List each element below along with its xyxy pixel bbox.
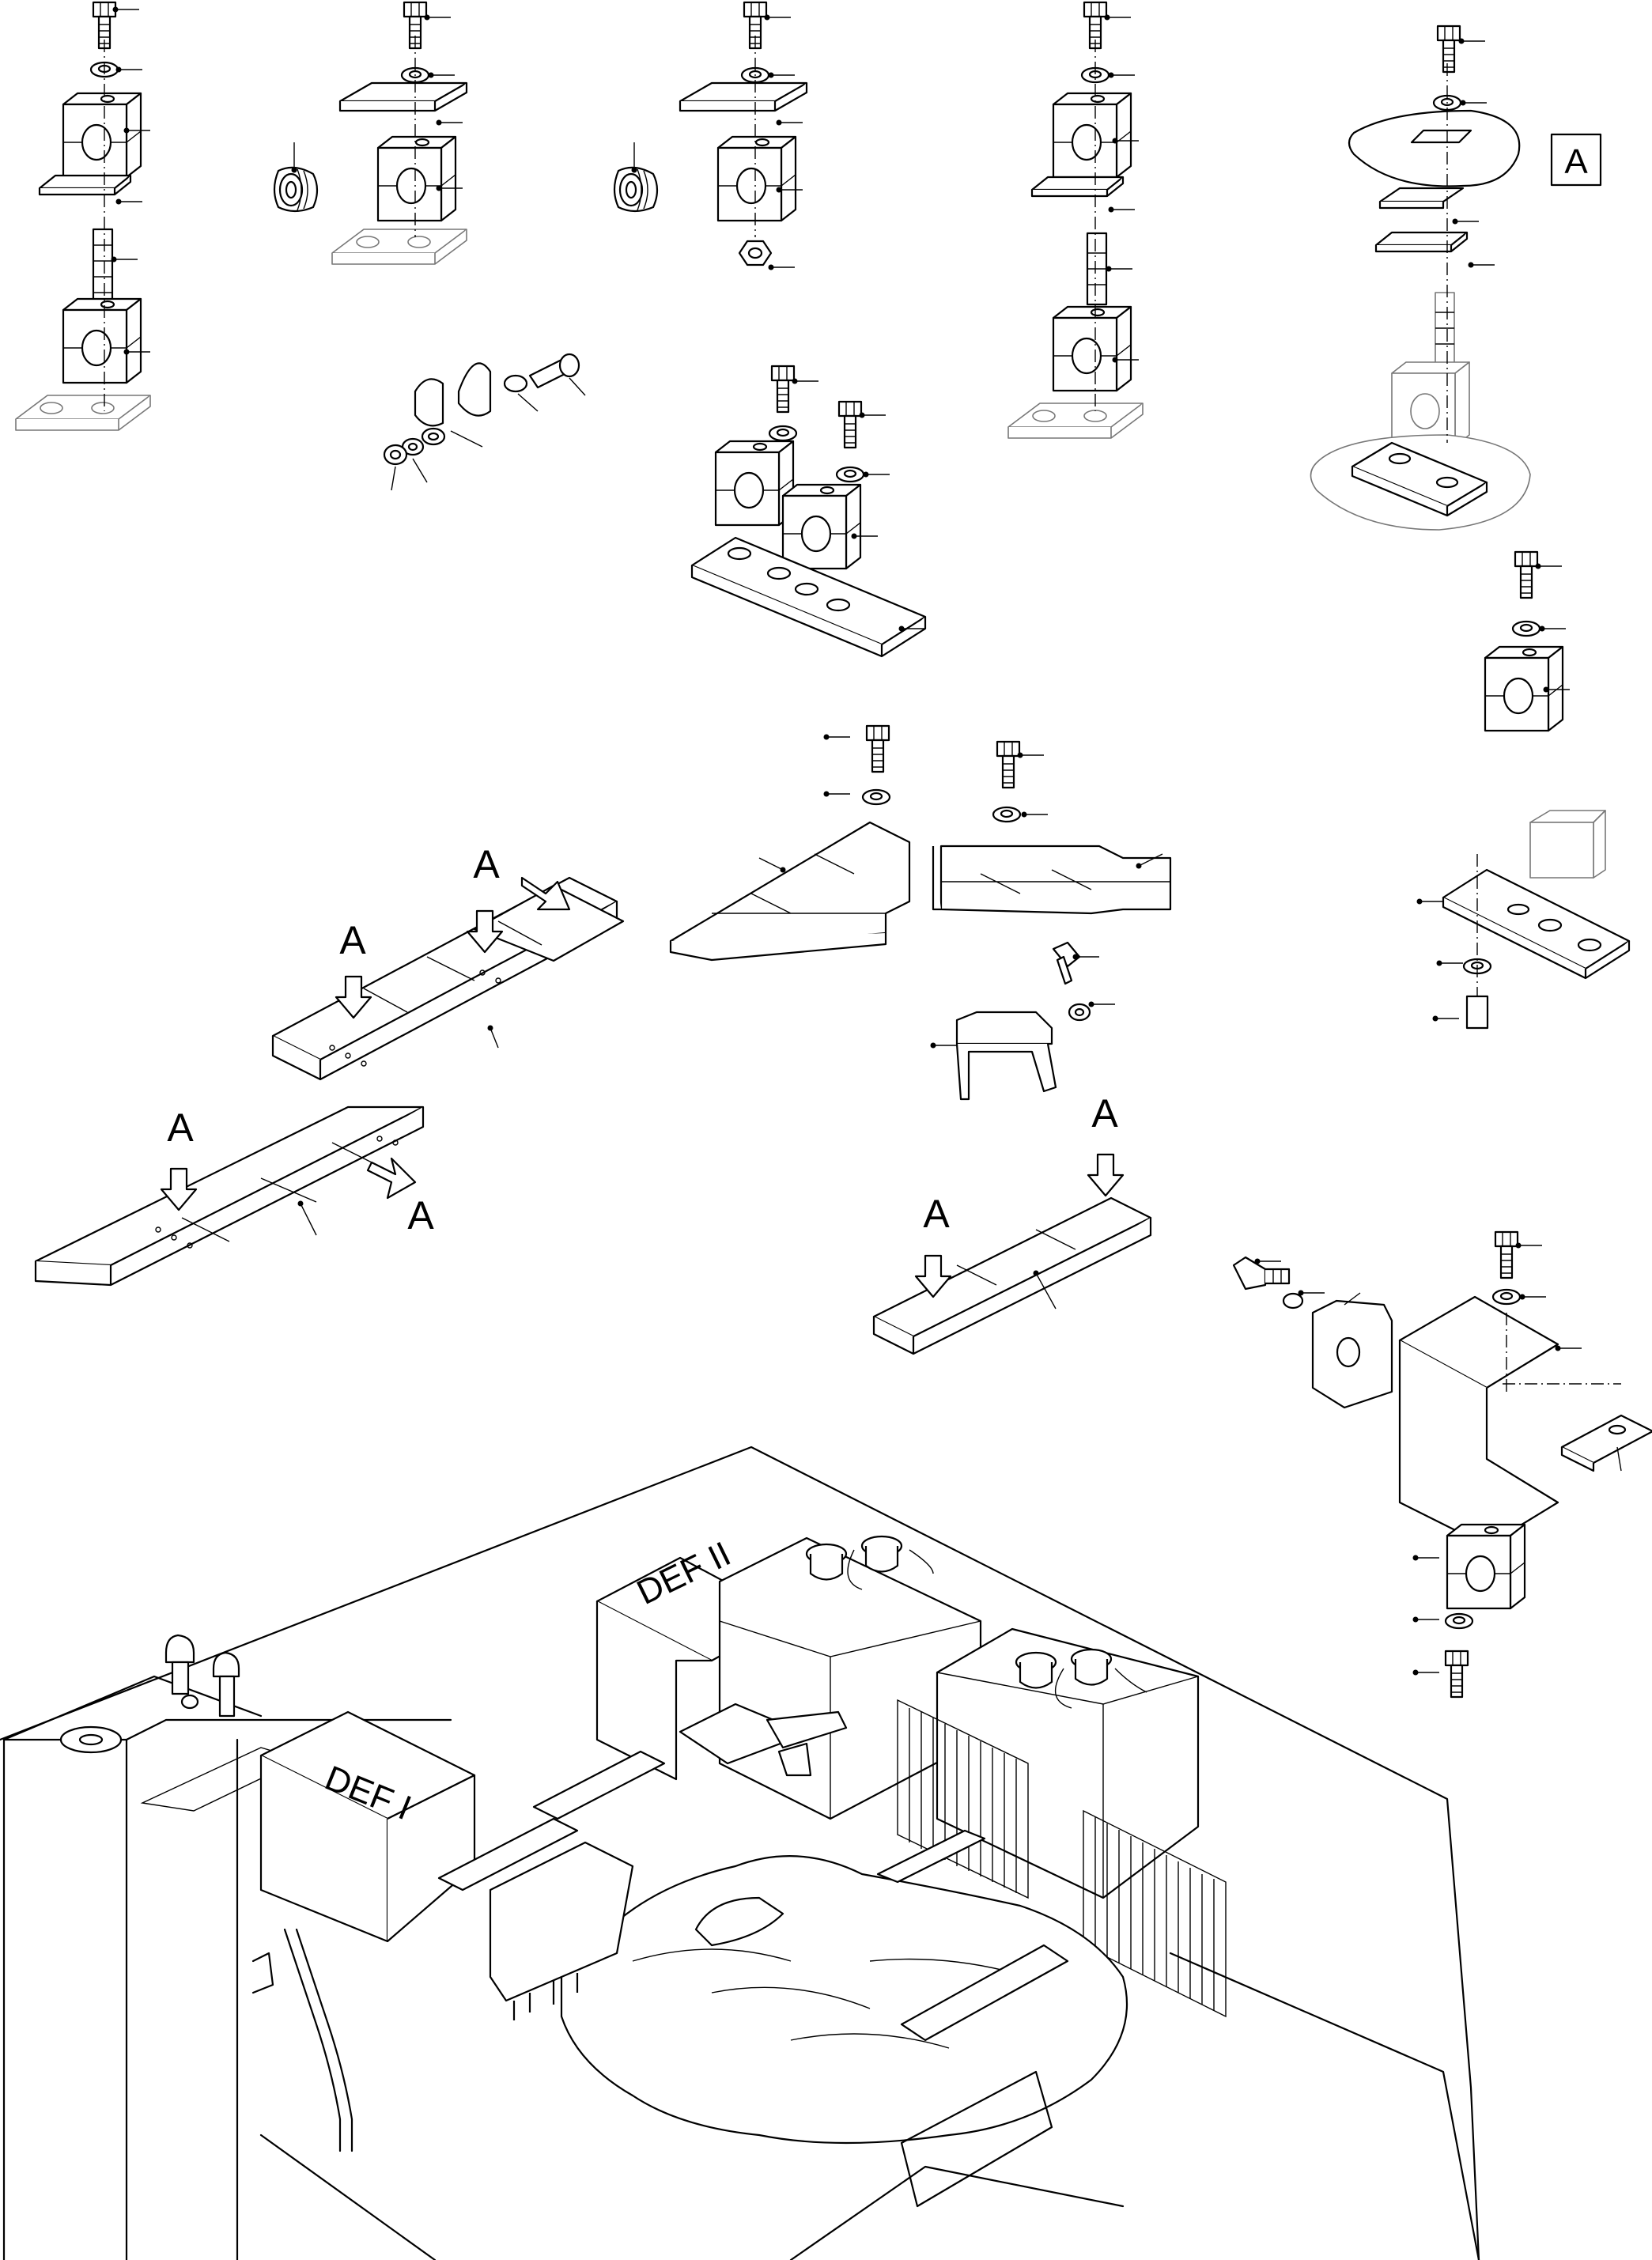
view-marker-box: A [1564, 142, 1588, 181]
view-labels: A A A A A A [167, 842, 1118, 1238]
lower-right-clamp [1412, 1523, 1526, 1699]
view-label-a-1: A [473, 842, 500, 886]
view-label-a-2: A [339, 918, 366, 962]
clamp-assembly-3 [613, 1, 808, 271]
angle-bracket-assembly [1416, 810, 1631, 1030]
flanged-bracket-assembly [1232, 1230, 1652, 1548]
small-bracket [929, 941, 1116, 1101]
small-clamp-assembly [1484, 550, 1571, 732]
double-clamp-assembly [690, 365, 927, 658]
view-label-a-6: A [923, 1192, 950, 1236]
machine-overview: DEF I DEF II [0, 1446, 1480, 2260]
clamp-assembly-2 [273, 1, 468, 265]
view-a-detail: A [1310, 25, 1602, 531]
cable-tray-upper [271, 876, 625, 1081]
view-label-a-4: A [407, 1193, 434, 1238]
cable-tray-right [872, 1153, 1152, 1355]
view-label-a-5: A [1091, 1091, 1118, 1136]
clamp-assembly-4 [1007, 1, 1144, 439]
clamp-assembly-1 [15, 1, 151, 431]
cable-tray-lower [34, 1105, 425, 1287]
mounting-bracket-right [932, 740, 1172, 915]
p-clamp-assembly [383, 353, 586, 491]
mounting-bracket-left [669, 724, 911, 962]
view-label-a-3: A [167, 1105, 194, 1150]
